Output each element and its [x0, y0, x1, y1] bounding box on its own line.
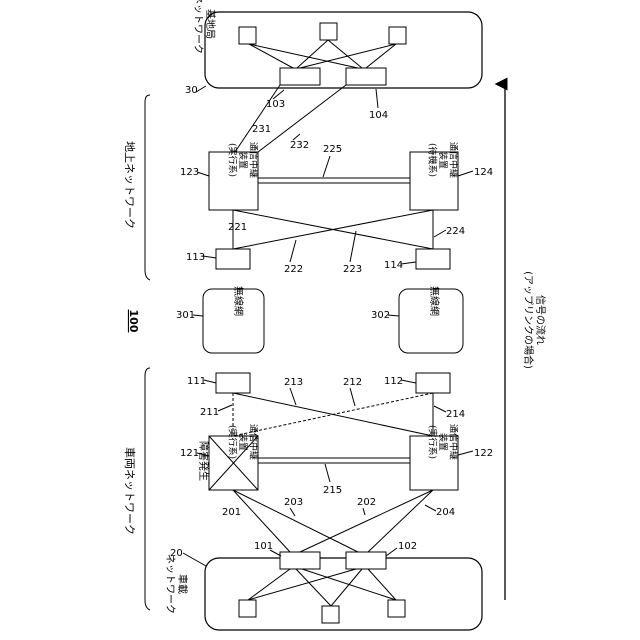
ref-103: 103 [266, 99, 285, 110]
ground-network-brace [145, 95, 150, 280]
leader-202 [363, 508, 365, 515]
ref-201: 201 [222, 507, 241, 518]
ref-232: 232 [290, 140, 309, 151]
wireless-302-text: 無線網 [428, 286, 441, 316]
ref-221: 221 [228, 222, 247, 233]
leader-223 [350, 231, 356, 262]
leader-103 [273, 90, 284, 99]
vehicle-mesh-lines [248, 569, 396, 606]
ref-121: 121 [180, 448, 199, 459]
leader-212 [350, 388, 355, 406]
network-name-vehicle: 車載ネットワーク [164, 554, 189, 614]
ref-301: 301 [176, 310, 195, 321]
vehicle-network-box [205, 558, 482, 630]
leader-124 [458, 171, 473, 176]
leader-215 [325, 464, 330, 482]
terminal-114 [416, 249, 450, 269]
ref-204: 204 [436, 507, 455, 518]
leader-222 [290, 240, 296, 262]
switch-103 [280, 68, 320, 85]
ref-203: 203 [284, 497, 303, 508]
ref-215: 215 [323, 485, 342, 496]
ground-network-label: 地上ネットワーク [123, 141, 136, 229]
ref-224: 224 [446, 226, 465, 237]
terminal-111 [216, 373, 250, 393]
ref-104: 104 [369, 110, 388, 121]
leader-224 [434, 230, 446, 237]
vehicle-terminal [388, 600, 405, 617]
ref-111: 111 [187, 376, 206, 387]
terminal-113 [216, 249, 250, 269]
leader-204 [425, 505, 436, 511]
ref-30: 30 [185, 85, 198, 96]
vehicle-terminal [322, 606, 339, 623]
base-station-network-box [205, 12, 482, 88]
ref-112: 112 [384, 376, 403, 387]
fault-label: 障害発生 [197, 441, 210, 481]
ref-113: 113 [186, 252, 205, 263]
vehicle-network-label: 車両ネットワーク [123, 447, 137, 535]
ref-20: 20 [170, 548, 183, 559]
leader-104 [376, 89, 378, 108]
leader-203 [290, 508, 295, 516]
leader-20 [183, 553, 206, 566]
vehicle-network-brace [145, 368, 150, 610]
base-station-terminal [389, 27, 406, 44]
switch-102 [346, 552, 386, 569]
ref-302: 302 [371, 310, 390, 321]
leader-214 [434, 406, 446, 412]
ref-102: 102 [398, 541, 417, 552]
ref-114: 114 [384, 260, 403, 271]
leader-213 [290, 388, 296, 405]
ref-225: 225 [323, 144, 342, 155]
ref-214: 214 [446, 409, 465, 420]
wireless-301-text: 無線網 [232, 286, 245, 316]
terminal-112 [416, 373, 450, 393]
base-station-terminal [320, 23, 337, 40]
leader-122 [458, 451, 473, 455]
ref-222: 222 [284, 264, 303, 275]
leader-101 [270, 550, 281, 556]
ref-231: 231 [252, 124, 271, 135]
base-station-mesh-lines [249, 40, 396, 68]
ref-123: 123 [180, 167, 199, 178]
ref-202: 202 [357, 497, 376, 508]
ref-122: 122 [474, 448, 493, 459]
ref-212: 212 [343, 377, 362, 388]
leader-225 [323, 156, 330, 177]
switch-104 [346, 68, 386, 85]
switch-101 [280, 552, 320, 569]
base-station-terminal [239, 27, 256, 44]
signal-flow-label: 信号の流れ(アップリンクの場合) [522, 271, 547, 369]
leader-112 [401, 380, 416, 383]
leader-211 [218, 405, 232, 411]
ref-124: 124 [474, 167, 493, 178]
leader-114 [401, 262, 416, 264]
ref-211: 211 [200, 407, 219, 418]
ref-223: 223 [343, 264, 362, 275]
vehicle-terminal [239, 600, 256, 617]
ref-213: 213 [284, 377, 303, 388]
leader-102 [386, 548, 397, 556]
figure-number-100: 100 [127, 310, 140, 333]
